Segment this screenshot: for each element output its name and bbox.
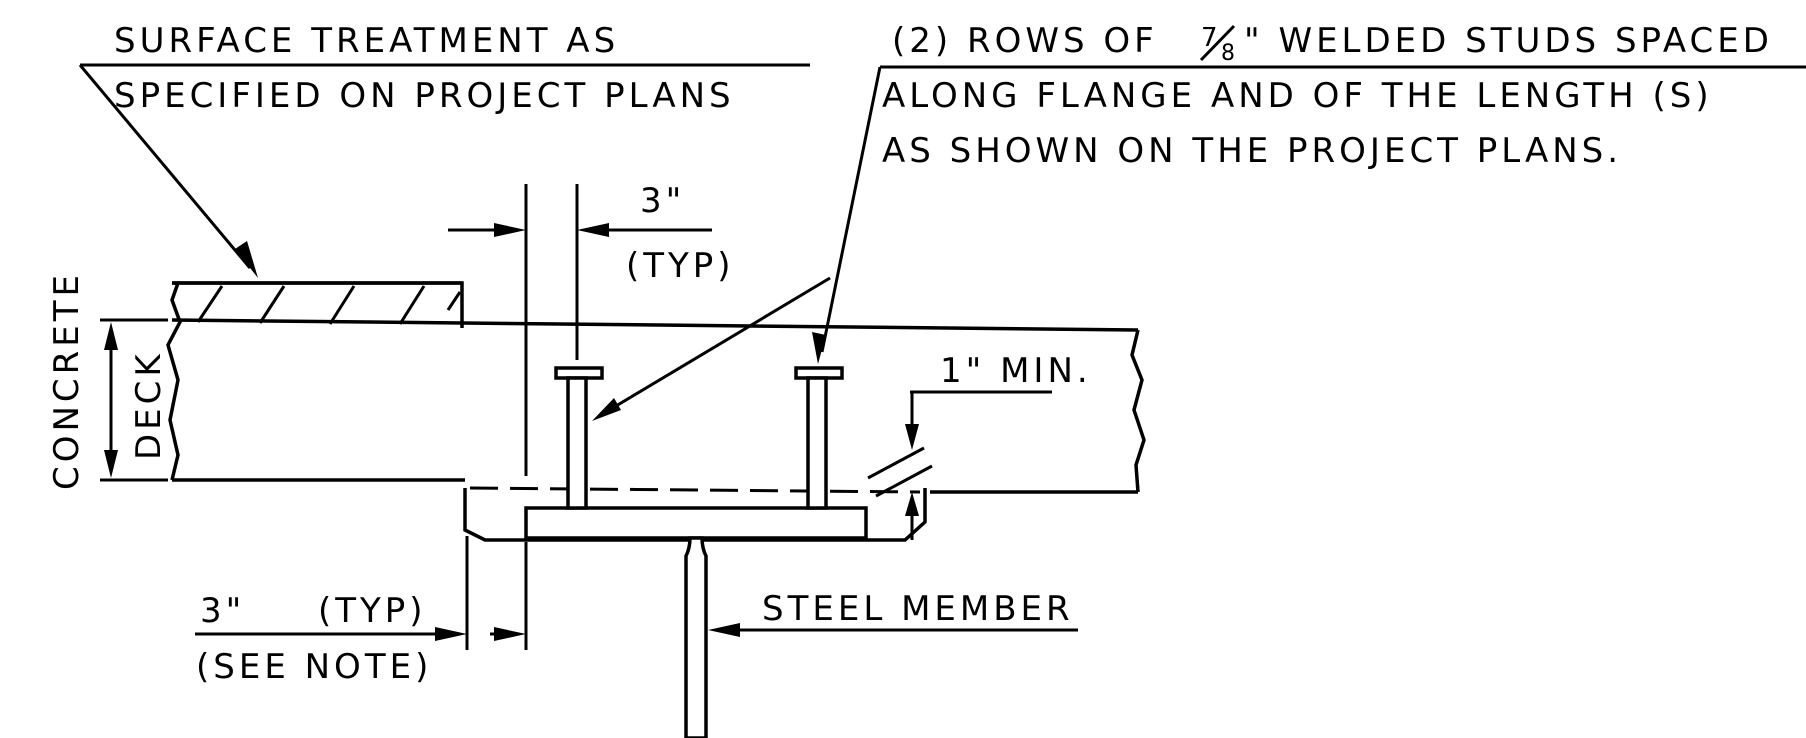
surface-treatment-line1: SURFACE TREATMENT AS: [114, 21, 619, 61]
hatch-line-4: [398, 285, 426, 325]
steel-member-label: STEEL MEMBER: [762, 589, 1074, 629]
bottom-dim-arrowhead-left: [435, 627, 467, 641]
seven-eighths-fraction: 7 8: [1199, 23, 1236, 66]
surface-treatment-line2: SPECIFIED ON PROJECT PLANS: [114, 76, 735, 116]
concrete-label: CONCRETE: [47, 271, 87, 490]
stud-right-shank: [806, 376, 828, 510]
top-3in-dimension: 3" (TYP): [448, 181, 735, 476]
welded-studs-callout: (2) ROWS OF 7 8 " WELDED STUDS SPACED AL…: [592, 21, 1806, 421]
steel-member: [524, 506, 868, 738]
top-dim-value: 3": [640, 181, 685, 221]
hatch-line-1: [196, 285, 224, 323]
surface-treatment-top-edge: [172, 281, 464, 328]
studs-line1-prefix: (2) ROWS OF: [892, 21, 1158, 61]
studs-callout-arrowhead-right: [812, 332, 826, 364]
surface-treatment-hatch: [172, 281, 464, 328]
surface-treatment-callout: SURFACE TREATMENT AS SPECIFIED ON PROJEC…: [78, 21, 810, 278]
steel-web: [684, 536, 708, 738]
deck-bottom-dashed-line: [469, 486, 921, 494]
hatch-line-3: [328, 285, 356, 325]
studs-line3: AS SHOWN ON THE PROJECT PLANS.: [882, 131, 1622, 171]
studs-callout-arrowhead-left: [592, 398, 621, 421]
fraction-denominator: 8: [1221, 41, 1235, 66]
studs-callout-leader-left: [605, 276, 831, 414]
bottom-dim-value: 3": [200, 591, 245, 631]
surface-callout-leader: [78, 64, 252, 269]
top-dim-typ: (TYP): [626, 246, 735, 286]
deck-top-edge: [171, 318, 1139, 332]
top-dim-arrowhead-right: [577, 223, 609, 237]
steel-member-arrowhead: [708, 623, 740, 637]
min-cover-break-mark-1: [867, 446, 925, 480]
studs-line2: ALONG FLANGE AND OF THE LENGTH (S): [882, 76, 1713, 116]
welded-stud-right: [794, 366, 844, 510]
deck-dim-arrowhead-bottom: [104, 450, 118, 478]
welded-stud-left: [554, 366, 604, 510]
hatch-line-5: [446, 291, 462, 311]
fraction-slash: [1199, 24, 1236, 62]
bottom-dim-arrowhead-right: [494, 627, 526, 641]
min-cover-dimension: 1" MIN.: [867, 351, 1092, 540]
top-dim-arrowhead-left: [494, 223, 526, 237]
min-cover-break-mark-2: [875, 464, 933, 498]
deck-left-break-line: [166, 282, 182, 481]
bottom-dim-typ: (TYP): [318, 591, 427, 631]
studs-line1-suffix: " WELDED STUDS SPACED: [1244, 21, 1773, 61]
see-note-label: (SEE NOTE): [196, 647, 432, 687]
deck-dim-arrowhead-top: [104, 322, 118, 350]
deck-right-break-line: [1130, 329, 1146, 493]
surface-callout-arrowhead: [235, 241, 258, 278]
top-flange: [524, 506, 868, 540]
min-cover-label: 1" MIN.: [940, 351, 1092, 391]
studs-callout-leader-right: [820, 66, 882, 353]
stud-left-shank: [566, 376, 588, 510]
steel-member-callout: STEEL MEMBER: [708, 589, 1078, 637]
min-cover-arrowhead-up: [905, 492, 919, 516]
bottom-3in-dimension: 3" (TYP) (SEE NOTE): [195, 536, 528, 687]
deck-label: DECK: [129, 350, 169, 460]
hatch-line-2: [258, 285, 286, 324]
deck-thickness-dimension: CONCRETE DECK: [47, 271, 169, 490]
fraction-numerator: 7: [1201, 23, 1218, 53]
min-cover-arrowhead-down: [905, 424, 919, 450]
